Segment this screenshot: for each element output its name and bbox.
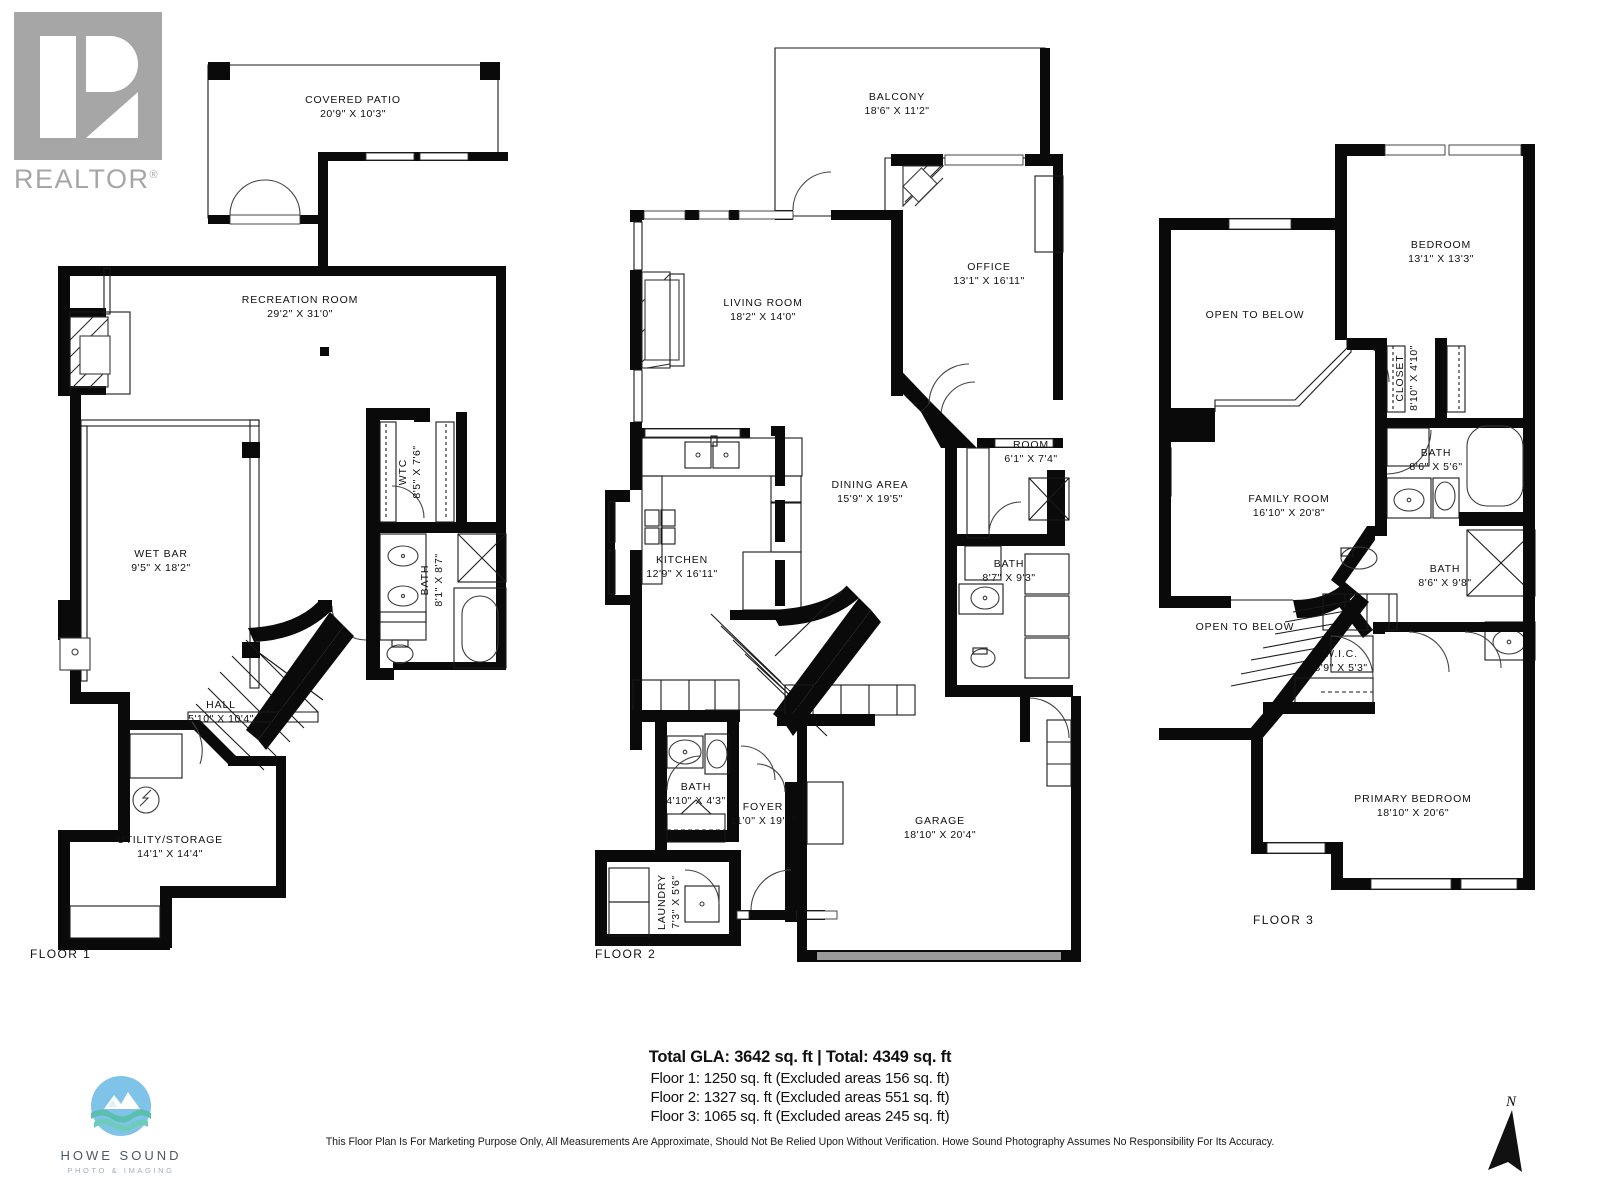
room-dim: 18'10" X 20'4"	[904, 829, 976, 841]
room-label: CLOSET	[1394, 354, 1406, 401]
room-label: BEDROOM	[1411, 239, 1471, 251]
room-dim: 8'6" X 5'6"	[1409, 461, 1462, 473]
room-label: DINING AREA	[831, 479, 908, 491]
realtor-r-logo-icon	[14, 12, 162, 160]
room-dim: 11'0" X 19'9"	[730, 815, 795, 827]
room-label: GARAGE	[915, 815, 965, 827]
floor-3-area: Floor 3: 1065 sq. ft (Excluded areas 245…	[650, 1108, 950, 1125]
floor-caption: FLOOR 3	[1253, 913, 1314, 927]
floor-caption: FLOOR 1	[30, 947, 91, 961]
room-label: BATH	[1421, 447, 1452, 459]
realtor-logo: REALTOR®	[14, 12, 174, 202]
room-dim: 12'9" X 16'11"	[646, 568, 717, 580]
room-dim: 8'6" X 9'8"	[1418, 577, 1471, 589]
room-dim: 8'10" X 4'10"	[1408, 345, 1420, 411]
floor-caption: FLOOR 2	[595, 947, 656, 961]
room-dim: 15'9" X 19'5"	[837, 493, 903, 505]
howe-sound-tagline: PHOTO & IMAGING	[67, 1166, 175, 1175]
room-dim: 6'1" X 7'4"	[1004, 453, 1057, 465]
room-dim: 8'9" X 5'3"	[1314, 662, 1367, 674]
north-label: N	[1505, 1094, 1517, 1110]
room-label: FOYER	[743, 801, 783, 813]
north-arrow-icon: N	[1488, 1094, 1522, 1172]
room-label: PRIMARY BEDROOM	[1354, 793, 1471, 805]
room-label: OFFICE	[967, 261, 1011, 273]
room-label: LAUNDRY	[656, 874, 668, 930]
room-label: FAMILY ROOM	[1248, 493, 1329, 505]
room-dim: 5'10" X 10'4"	[188, 713, 254, 725]
floor-1-plan: COVERED PATIO 20'9" X 10'3" RECREATION R…	[18, 40, 548, 980]
room-dim: 14'1" X 14'4"	[137, 848, 203, 860]
room-label: RECREATION ROOM	[242, 294, 358, 306]
room-label: WET BAR	[134, 548, 188, 560]
realtor-wordmark-text: REALTOR	[14, 164, 150, 194]
howe-sound-logo: HOWE SOUND PHOTO & IMAGING	[36, 1075, 206, 1175]
room-dim: 18'10" X 20'6"	[1377, 807, 1449, 819]
room-dim: 8'1" X 8'7"	[433, 553, 445, 606]
room-label: W.I.C.	[1324, 648, 1358, 660]
floor-1-area: Floor 1: 1250 sq. ft (Excluded areas 156…	[650, 1070, 950, 1087]
room-label: WTC	[397, 459, 409, 485]
room-dim: 18'2" X 14'0"	[730, 311, 796, 323]
room-label: BATH	[994, 558, 1025, 570]
howe-sound-name: HOWE SOUND	[60, 1148, 182, 1163]
room-label: LIVING ROOM	[723, 297, 802, 309]
room-dim: 18'6" X 11'2"	[864, 105, 929, 117]
room-dim: 8'5" X 7'6"	[411, 445, 423, 498]
disclaimer-text: This Floor Plan Is For Marketing Purpose…	[325, 1136, 1275, 1148]
room-dim: 13'1" X 16'11"	[953, 275, 1024, 287]
room-dim: 8'7" X 9'3"	[982, 572, 1035, 584]
room-label: OPEN TO BELOW	[1196, 621, 1295, 633]
floor-2-plan: BALCONY 18'6" X 11'2" OFFICE 13'1" X 16'…	[585, 30, 1105, 980]
room-label: BALCONY	[869, 91, 925, 103]
room-label: OPEN TO BELOW	[1206, 309, 1305, 321]
room-dim: 7'3" X 5'6"	[670, 875, 682, 928]
floor3-room-labels: BEDROOM 13'1" X 13'3" OPEN TO BELOW CLOS…	[1196, 239, 1474, 819]
room-label: BATH	[681, 781, 712, 793]
mountain-wave-circle-icon	[91, 1076, 151, 1136]
room-dim: 9'5" X 18'2"	[131, 562, 191, 574]
room-dim: 29'2" X 31'0"	[267, 308, 333, 320]
floor-2-area: Floor 2: 1327 sq. ft (Excluded areas 551…	[650, 1089, 950, 1106]
floor-3-plan: BEDROOM 13'1" X 13'3" OPEN TO BELOW CLOS…	[1145, 130, 1585, 970]
floor1-room-labels: COVERED PATIO 20'9" X 10'3" RECREATION R…	[117, 94, 445, 860]
room-dim: 16'10" X 20'8"	[1253, 507, 1325, 519]
room-label: COVERED PATIO	[305, 94, 401, 106]
area-summary: Total GLA: 3642 sq. ft | Total: 4349 sq.…	[0, 1048, 1600, 1126]
floor2-room-labels: BALCONY 18'6" X 11'2" OFFICE 13'1" X 16'…	[646, 91, 1057, 930]
room-label: HALL	[206, 699, 236, 711]
room-label: UTILITY/STORAGE	[117, 834, 223, 846]
room-label: BATH	[1430, 563, 1461, 575]
realtor-wordmark: REALTOR®	[14, 164, 174, 195]
room-label: KITCHEN	[656, 554, 708, 566]
registered-mark: ®	[149, 169, 160, 181]
room-dim: 20'9" X 10'3"	[320, 108, 386, 120]
room-label: ROOM	[1013, 439, 1049, 451]
room-label: BATH	[419, 565, 431, 596]
room-dim: 13'1" X 13'3"	[1408, 253, 1474, 265]
total-gla: Total GLA: 3642 sq. ft | Total: 4349 sq.…	[648, 1048, 952, 1066]
room-dim: 4'10" X 4'3"	[666, 795, 726, 807]
